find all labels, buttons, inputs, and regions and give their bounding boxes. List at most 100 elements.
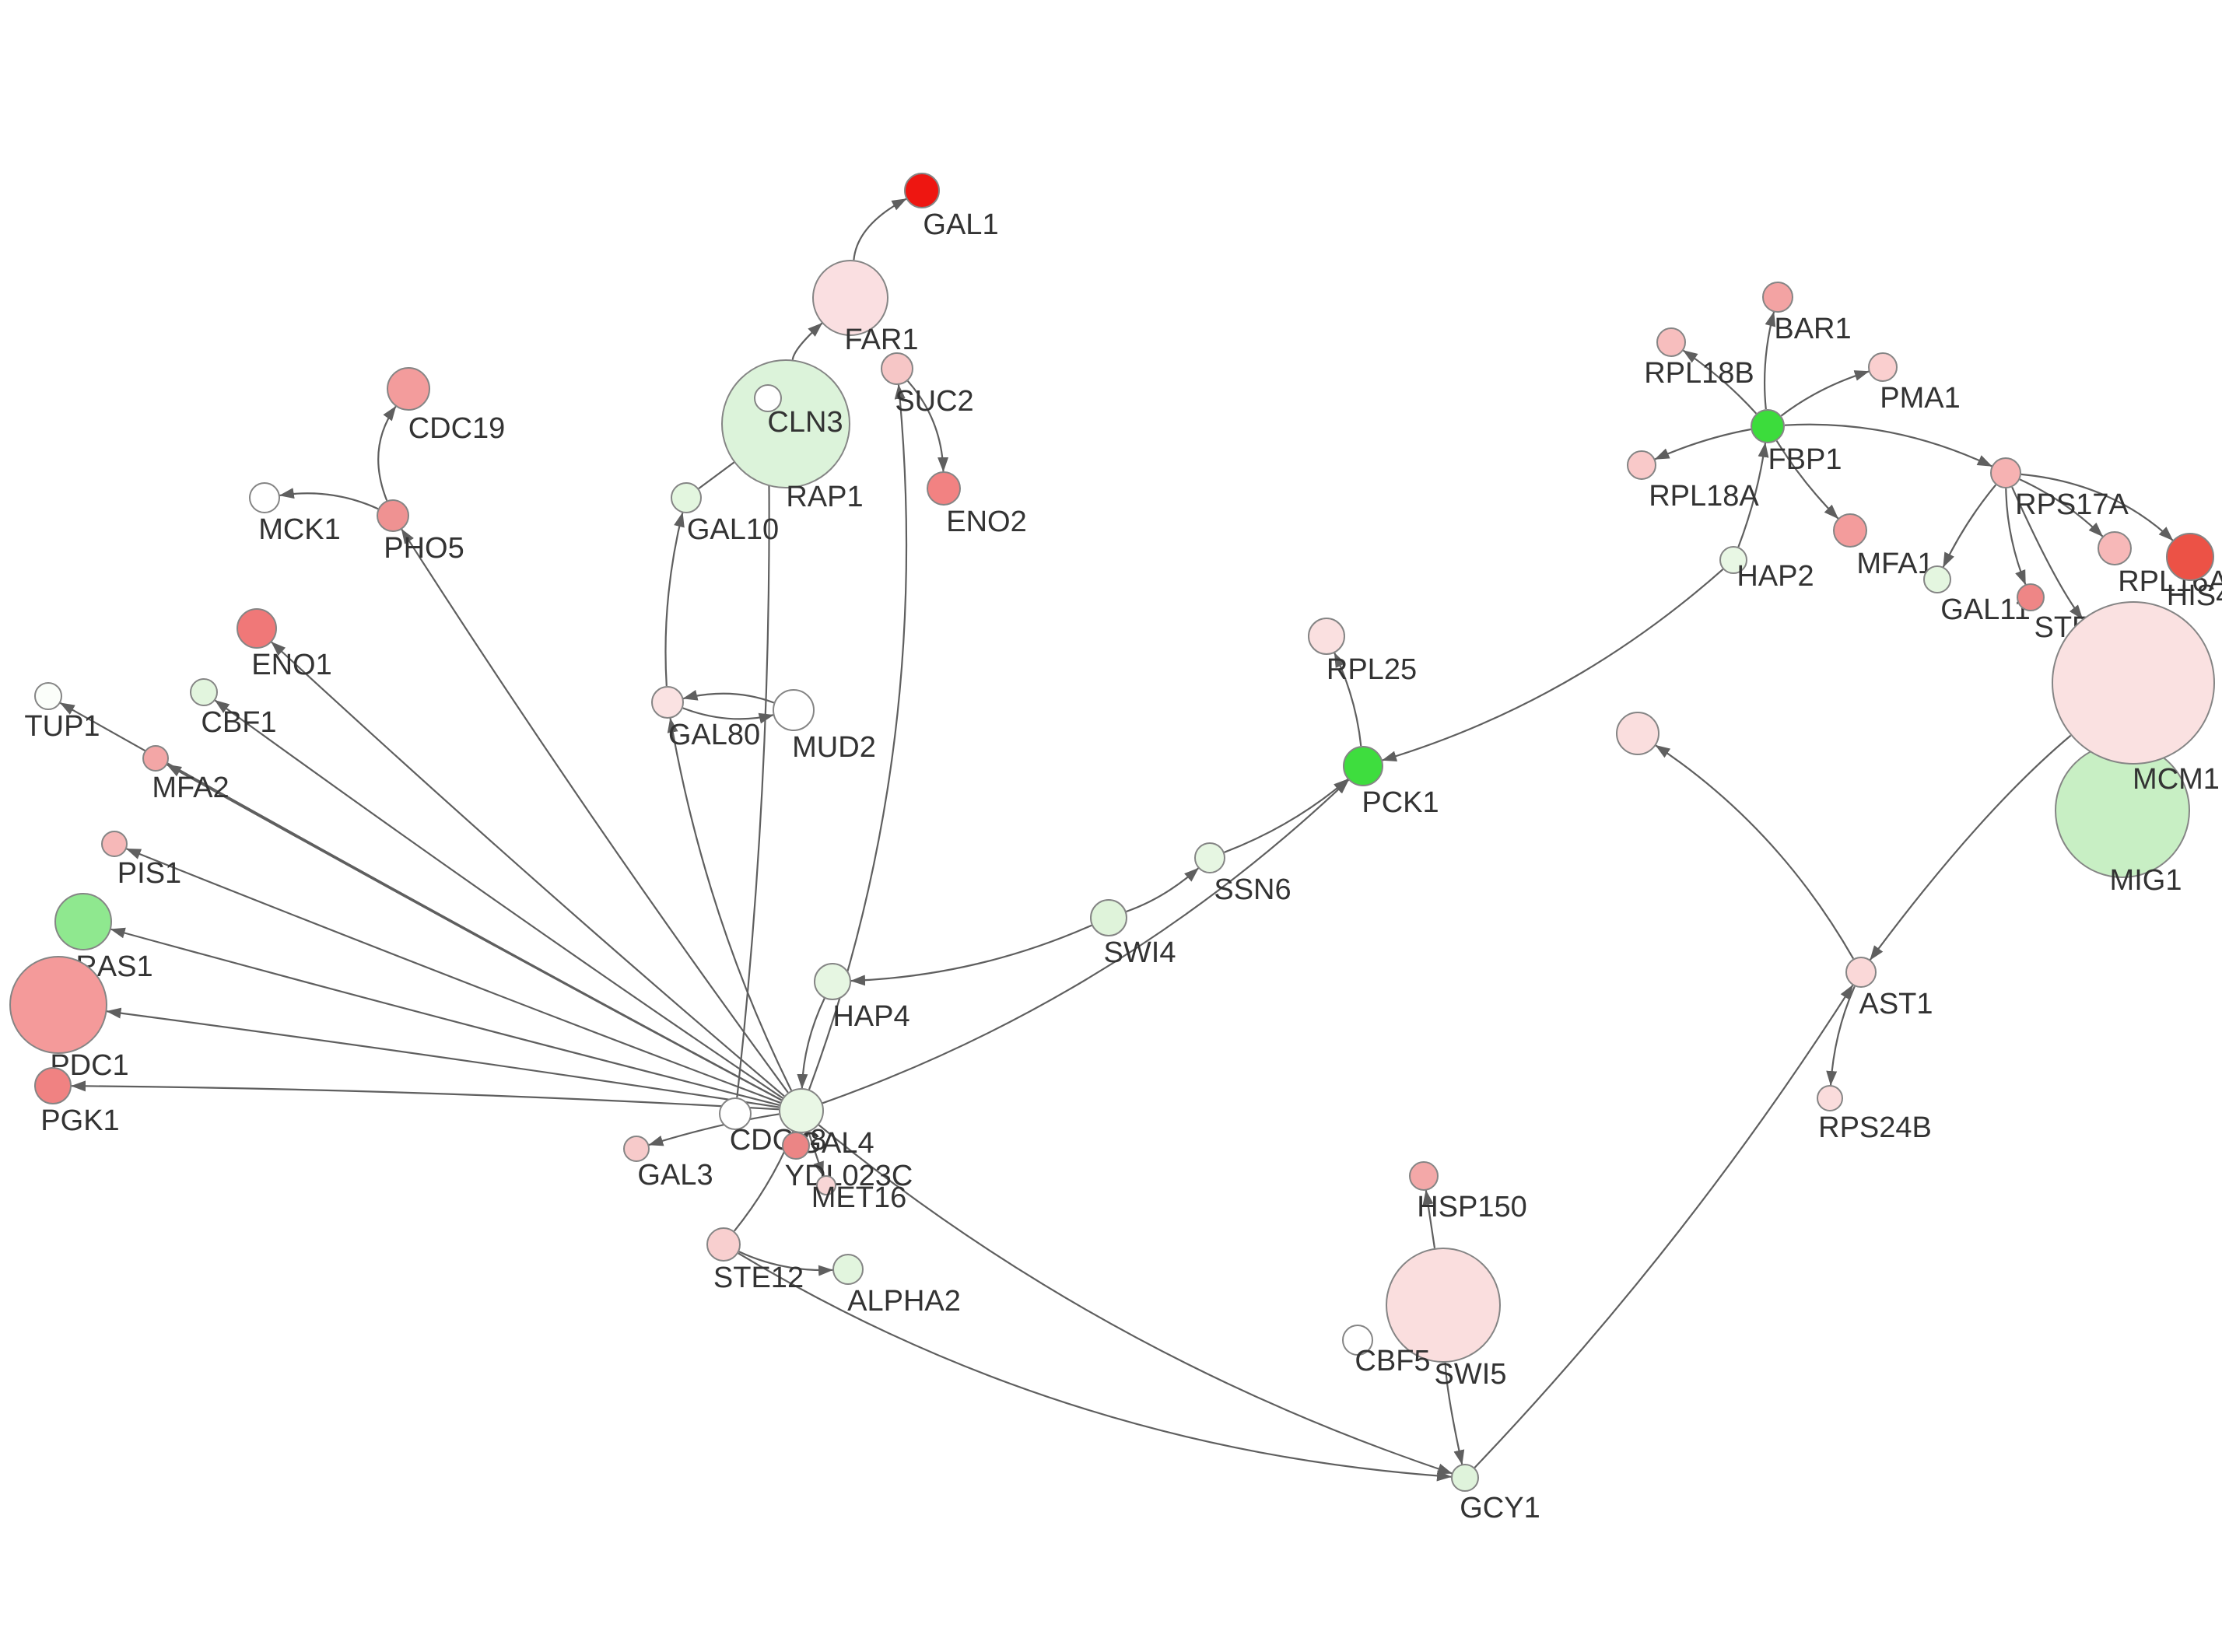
node-GAL3[interactable]: [623, 1136, 650, 1162]
node-GAL11[interactable]: [1923, 565, 1951, 593]
edge-GCY1-AST1[interactable]: [1474, 984, 1854, 1468]
node-GAL4[interactable]: [779, 1088, 824, 1133]
node-SWI4[interactable]: [1090, 899, 1127, 936]
edge-RPS17A-GAL11[interactable]: [1942, 484, 1997, 569]
edge-RPS17A-HIS4[interactable]: [2020, 473, 2175, 542]
node-GAL80[interactable]: [651, 686, 684, 719]
edge-RAP1-FAR1[interactable]: [791, 322, 823, 360]
edge-GAL4-PCK1[interactable]: [822, 779, 1350, 1104]
node-SSN6[interactable]: [1194, 842, 1225, 873]
edge-GAL4-GAL80[interactable]: [667, 717, 793, 1091]
node-HSP150[interactable]: [1409, 1161, 1439, 1191]
node-CBF5[interactable]: [1342, 1325, 1373, 1356]
edge-GAL80-GAL10[interactable]: [664, 512, 685, 687]
node-CDC19[interactable]: [387, 367, 430, 411]
node-RPS17A[interactable]: [1990, 457, 2021, 488]
node-PMA1[interactable]: [1868, 352, 1898, 382]
node-FAR1[interactable]: [812, 260, 888, 336]
edge-STE12-GCY1[interactable]: [738, 1252, 1453, 1482]
edge-MCM1-AST1[interactable]: [1869, 734, 2072, 961]
node-PCK1[interactable]: [1343, 746, 1383, 786]
node-FBP1[interactable]: [1751, 409, 1785, 443]
edge-FBP1-RPL18B[interactable]: [1682, 349, 1758, 415]
node-PIS1[interactable]: [101, 831, 128, 857]
node-GCY1[interactable]: [1451, 1464, 1479, 1492]
node-STE12[interactable]: [706, 1227, 741, 1262]
node-NODE2[interactable]: [1616, 712, 1659, 755]
node-GAL10[interactable]: [671, 482, 702, 513]
edge-SSN6-PCK1[interactable]: [1224, 778, 1349, 853]
edge-GAL4-PGK1[interactable]: [70, 1080, 780, 1111]
node-MET16[interactable]: [816, 1175, 836, 1195]
edge-FBP1-BAR1[interactable]: [1763, 311, 1776, 410]
node-RPL18A[interactable]: [1627, 450, 1656, 480]
node-MUD2[interactable]: [773, 689, 815, 731]
edge-AST1-NODE2[interactable]: [1654, 744, 1855, 960]
node-STE2[interactable]: [2017, 583, 2045, 611]
node-MCK1[interactable]: [249, 482, 280, 513]
node-ENO2[interactable]: [927, 471, 961, 506]
edge-MUD2-GAL80[interactable]: [682, 690, 775, 704]
edge-GAL4-MET16[interactable]: [808, 1132, 825, 1177]
edge-HAP4-GAL4[interactable]: [797, 998, 825, 1090]
edge-GAL4-CBF1[interactable]: [214, 699, 783, 1099]
node-RPL25[interactable]: [1308, 618, 1345, 655]
edge-GAL80-MUD2[interactable]: [682, 707, 774, 724]
node-HAP2[interactable]: [1719, 546, 1747, 574]
node-CBF1[interactable]: [190, 678, 218, 706]
node-RAS1[interactable]: [54, 893, 112, 950]
edge-SWI4-SSN6[interactable]: [1126, 866, 1200, 913]
edge-GAL4-GCY1[interactable]: [818, 1124, 1453, 1475]
edge-PCK1-RPL25[interactable]: [1333, 652, 1362, 747]
edge-STE12-ALPHA2[interactable]: [738, 1251, 834, 1276]
edge-AST1-RPS24B[interactable]: [1826, 985, 1856, 1087]
node-PGK1[interactable]: [34, 1067, 72, 1104]
edge-FBP1-MFA1[interactable]: [1775, 440, 1839, 520]
node-PHO5[interactable]: [377, 499, 409, 532]
edge-HAP2-PCK1[interactable]: [1381, 569, 1724, 762]
edge-RPS17A-MCM1[interactable]: [2011, 486, 2084, 621]
edge-FBP1-RPS17A[interactable]: [1784, 423, 1993, 467]
node-HIS4[interactable]: [2166, 533, 2214, 581]
edge-PHO5-CDC19[interactable]: [377, 405, 398, 501]
edge-FBP1-PMA1[interactable]: [1780, 370, 1870, 417]
edge-GAL4-RAS1[interactable]: [110, 927, 780, 1106]
node-ENO1[interactable]: [237, 608, 277, 649]
node-MCM1[interactable]: [2052, 601, 2215, 765]
edge-SWI5-GCY1[interactable]: [1444, 1362, 1465, 1465]
edge-GAL10-RAP1[interactable]: [698, 448, 750, 489]
edge-SUC2-ENO2[interactable]: [906, 380, 949, 473]
edge-CDC28-CLN3[interactable]: [736, 411, 774, 1098]
node-CDC28[interactable]: [719, 1097, 752, 1130]
node-PDC1[interactable]: [9, 956, 107, 1054]
node-AST1[interactable]: [1845, 957, 1877, 988]
node-RPL18B[interactable]: [1656, 327, 1686, 357]
edge-FBP1-RPL18A[interactable]: [1654, 428, 1751, 460]
edge-SWI4-HAP4[interactable]: [850, 924, 1092, 986]
node-CLN3[interactable]: [754, 384, 782, 412]
edge-SWI5-HSP150[interactable]: [1422, 1189, 1436, 1248]
edge-GAL4-PDC1[interactable]: [106, 1007, 780, 1108]
edge-GAL4-PHO5[interactable]: [400, 528, 789, 1094]
node-ALPHA2[interactable]: [832, 1254, 864, 1285]
node-SWI5[interactable]: [1386, 1248, 1501, 1363]
node-RPS24B[interactable]: [1817, 1085, 1843, 1111]
edge-GAL4-ENO1[interactable]: [270, 641, 785, 1097]
node-MFA2[interactable]: [142, 745, 169, 772]
node-TUP1[interactable]: [34, 682, 62, 710]
edge-PHO5-MCK1[interactable]: [279, 488, 379, 510]
edge-FAR1-GAL1[interactable]: [853, 198, 908, 261]
edge-GAL4-GAL3[interactable]: [647, 1113, 780, 1146]
edge-HAP2-FBP1[interactable]: [1737, 442, 1769, 548]
node-RPL16A[interactable]: [2098, 531, 2132, 565]
node-BAR1[interactable]: [1762, 282, 1793, 313]
node-RAP1[interactable]: [721, 359, 850, 488]
edge-RPS17A-STE2[interactable]: [2005, 488, 2027, 586]
node-GAL1[interactable]: [904, 173, 940, 208]
node-SUC2[interactable]: [881, 352, 913, 385]
node-YDL023C[interactable]: [782, 1132, 810, 1160]
node-MFA1[interactable]: [1833, 513, 1867, 548]
edge-GAL4-PIS1[interactable]: [125, 847, 781, 1104]
node-HAP4[interactable]: [814, 963, 851, 1000]
